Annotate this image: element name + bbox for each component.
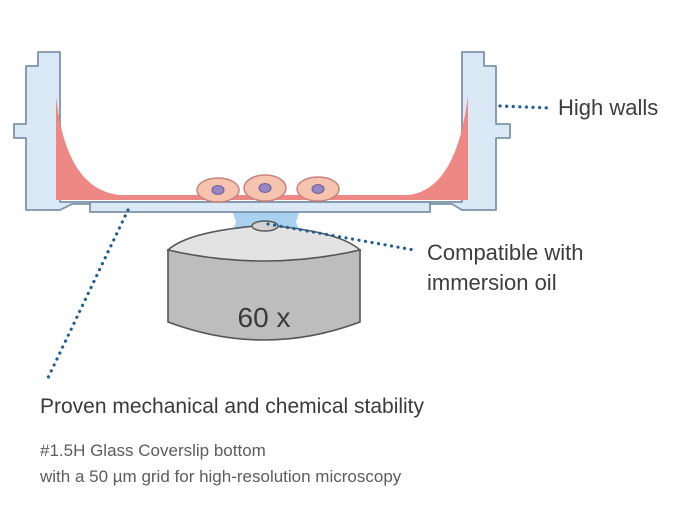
high-walls-leader: [498, 104, 552, 110]
cell: [196, 177, 240, 203]
objective-top: [166, 225, 362, 262]
immersion-oil-label-line1: Compatible with: [427, 240, 584, 265]
coverslip-description: #1.5H Glass Coverslip bottom with a 50 µ…: [40, 438, 401, 490]
coverslip-description-line2: with a 50 µm grid for high-resolution mi…: [40, 467, 402, 486]
stability-heading: Proven mechanical and chemical stability: [40, 395, 425, 418]
cell: [243, 174, 287, 202]
immersion-oil-leader: [266, 222, 416, 252]
cell-nucleus: [311, 184, 325, 194]
stability-leader: [44, 208, 130, 384]
objective-magnification-label: 60 x: [238, 302, 291, 333]
immersion-oil-label: Compatible with immersion oil: [427, 238, 584, 298]
glass-coverslip: [89, 201, 431, 213]
immersion-oil-label-line2: immersion oil: [427, 270, 557, 295]
coverslip-description-line1: #1.5H Glass Coverslip bottom: [40, 441, 266, 460]
cell-nucleus: [258, 183, 272, 193]
culture-medium: [56, 96, 468, 200]
objective-front-lens: [251, 220, 279, 232]
objective-body: [167, 249, 361, 341]
cell: [296, 176, 340, 202]
high-walls-label: High walls: [558, 95, 659, 120]
cell-nucleus: [211, 185, 225, 195]
dish-body: [13, 51, 511, 211]
objective-lens: 60 x: [166, 220, 362, 341]
cells: [196, 174, 340, 203]
